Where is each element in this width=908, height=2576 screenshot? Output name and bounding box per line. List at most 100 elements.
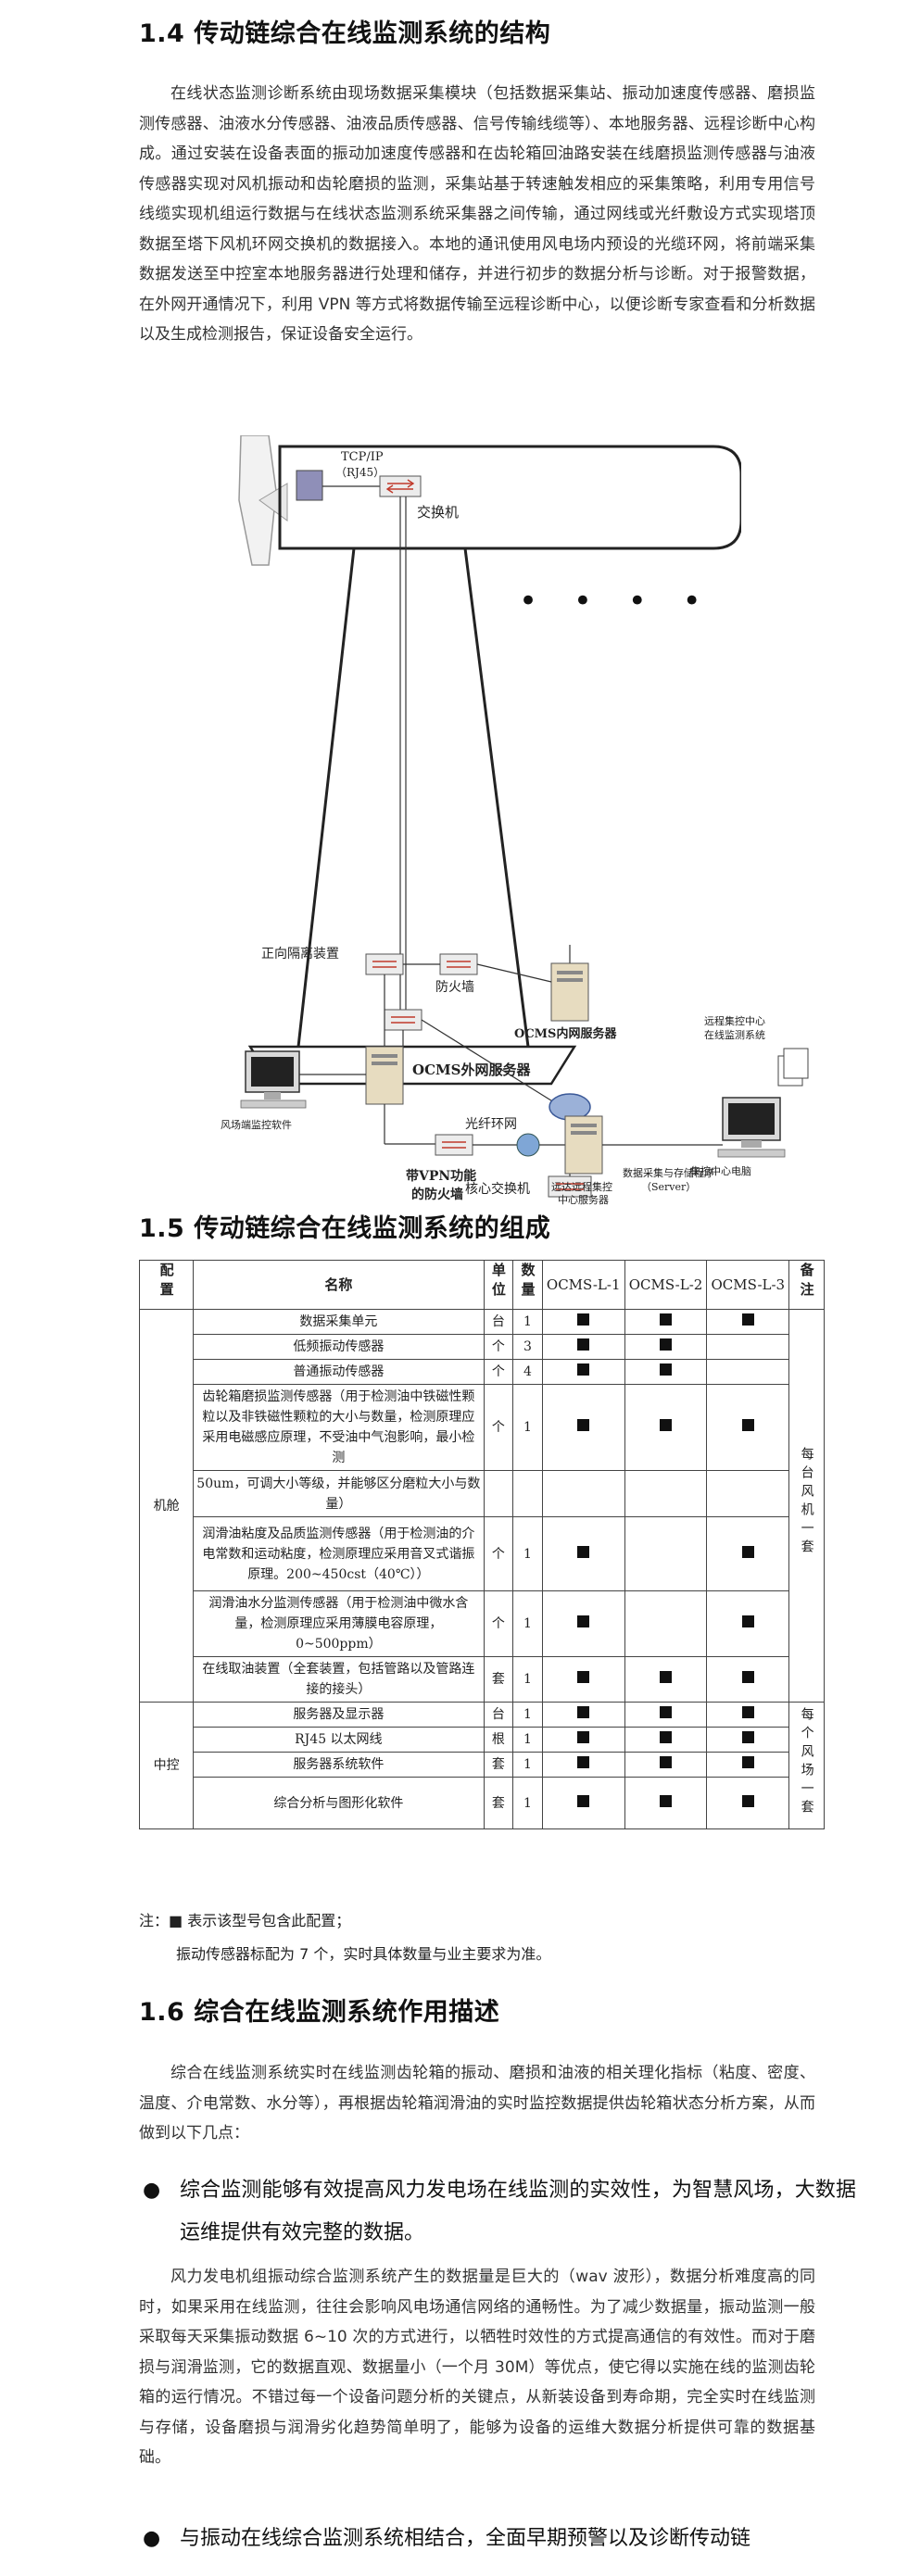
cell-qty: 4 [512, 1359, 543, 1385]
cell-config-3 [706, 1702, 790, 1728]
nacelle-shape [278, 445, 741, 550]
cell-name: 50um，可调大小等级，并能够区分磨粒大小与数量） [193, 1470, 485, 1517]
cell-config-1 [541, 1334, 625, 1360]
label-remote-server-1: 远达远程集控 [551, 1180, 612, 1193]
included-square-icon [660, 1706, 672, 1718]
bullet-item-1: ●综合监测能够有效提高风力发电场在线监测的实效性，为智慧风场，大数据运维提供有效… [139, 2169, 856, 2255]
label-server: （Server） [641, 1181, 696, 1193]
label-remote-center-2: 在线监测系统 [704, 1028, 765, 1041]
group-cell-control: 中控 [138, 1702, 195, 1829]
table-row: 润滑油粘度及品质监测传感器（用于检测油的介电常数和运动粘度，检测原理应采用音叉式… [140, 1516, 825, 1591]
cell-qty: 1 [512, 1727, 543, 1753]
header-remark: 备注 [788, 1260, 825, 1310]
cell-unit: 根 [483, 1727, 514, 1753]
included-square-icon [577, 1731, 590, 1743]
cell-config-3 [706, 1470, 790, 1517]
included-square-icon [660, 1756, 672, 1768]
cell-config-1 [541, 1727, 625, 1753]
cell-config-1 [541, 1752, 625, 1778]
included-square-icon [741, 1615, 754, 1627]
farm-monitor-pc-icon [240, 1050, 307, 1109]
label-control-pc: 集控中心电脑 [690, 1164, 751, 1177]
cell-name: 服务器及显示器 [193, 1702, 485, 1728]
cell-qty: 1 [512, 1590, 543, 1657]
included-square-icon [577, 1363, 590, 1376]
composition-table: 配置 名称 单位 数量 OCMS-L-1 OCMS-L-2 OCMS-L-3 备… [138, 1260, 825, 1829]
cell-qty: 1 [512, 1752, 543, 1778]
header-unit: 单位 [483, 1260, 514, 1310]
network-diagram: TCP/IP （RJ45） 交换机 • • • • 光纤环网 [238, 435, 741, 1198]
cell-qty: 1 [512, 1384, 543, 1471]
included-square-icon [660, 1313, 672, 1326]
cell-name: 综合分析与图形化软件 [193, 1777, 485, 1829]
section-title-composition: 1.5 传动链综合在线监测系统的组成 [139, 1214, 551, 1243]
cell-name: 在线取油装置（全套装置，包括管路以及管路连接的接头） [193, 1656, 485, 1703]
cell-unit: 个 [483, 1359, 514, 1385]
included-square-icon [741, 1545, 754, 1558]
cell-unit: 套 [483, 1777, 514, 1829]
cell-name: 服务器系统软件 [193, 1752, 485, 1778]
network-diagram-lower: OCMS内网服务器 防火墙 正向隔离装置 OCMS外网服务器 [221, 945, 809, 1206]
cell-unit: 套 [483, 1752, 514, 1778]
cell-qty [512, 1470, 543, 1517]
core-switch-icon [548, 1175, 592, 1198]
cell-config-3 [706, 1384, 790, 1471]
structure-paragraph: 在线状态监测诊断系统由现场数据采集模块（包括数据采集站、振动加速度传感器、磨损监… [139, 84, 815, 344]
bullet-item-2: ●与振动在线综合监测系统相结合，全面早期预警以及诊断传动链 [139, 2518, 856, 2560]
cell-name: 数据采集单元 [193, 1309, 485, 1335]
label-core-switch: 核心交换机 [465, 1181, 530, 1197]
cell-qty: 1 [512, 1309, 543, 1335]
section-title-structure: 1.4 传动链综合在线监测系统的结构 [139, 19, 551, 48]
cell-config-2 [624, 1727, 708, 1753]
forward-isolation-icon [365, 953, 404, 975]
cell-config-1 [541, 1359, 625, 1385]
label-rj45: （RJ45） [335, 466, 385, 479]
included-square-icon [660, 1338, 672, 1351]
cell-unit: 台 [483, 1309, 514, 1335]
cell-config-1 [541, 1309, 625, 1335]
cell-config-2 [624, 1516, 708, 1591]
included-square-icon [577, 1756, 590, 1768]
cell-qty: 1 [512, 1777, 543, 1829]
cell-name: RJ45 以太网线 [193, 1727, 485, 1753]
header-l1: OCMS-L-1 [541, 1260, 625, 1310]
cell-config-3 [706, 1656, 790, 1703]
cell-unit: 台 [483, 1702, 514, 1728]
cell-config-3 [706, 1334, 790, 1360]
cell-config-1 [541, 1470, 625, 1517]
cell-config-2 [624, 1309, 708, 1335]
cell-unit: 套 [483, 1656, 514, 1703]
cell-config-2 [624, 1470, 708, 1517]
included-square-icon [577, 1794, 590, 1807]
label-ocms-internal: OCMS内网服务器 [514, 1026, 617, 1041]
group-cell-nacelle: 机舱 [138, 1309, 195, 1703]
remote-center-pc-icon [717, 1097, 786, 1158]
cell-config-2 [624, 1777, 708, 1829]
firewall-icon [439, 953, 478, 975]
label-remote-server-2: 中心服务器 [558, 1194, 609, 1206]
cell-remark: 每个风场一套 [788, 1702, 825, 1829]
cell-name: 润滑油粘度及品质监测传感器（用于检测油的介电常数和运动粘度，检测原理应采用音叉式… [193, 1516, 485, 1591]
label-farm-software: 风场端监控软件 [221, 1118, 292, 1131]
nacelle-switch-icon [379, 475, 422, 497]
internet-globe-icon [516, 1133, 540, 1157]
cell-qty: 3 [512, 1334, 543, 1360]
cell-unit: 个 [483, 1590, 514, 1657]
included-square-icon [660, 1794, 672, 1807]
included-square-icon [741, 1731, 754, 1743]
included-square-icon [741, 1756, 754, 1768]
included-square-icon [577, 1671, 590, 1683]
included-square-icon [741, 1419, 754, 1431]
label-vpn-firewall-1: 带VPN功能 [406, 1168, 476, 1184]
function-paragraph-1: 综合在线监测系统实时在线监测齿轮箱的振动、磨损和油液的相关理化指标（粘度、密度、… [139, 2064, 815, 2142]
cell-config-1 [541, 1656, 625, 1703]
included-square-icon [741, 1671, 754, 1683]
cell-qty: 1 [512, 1516, 543, 1591]
